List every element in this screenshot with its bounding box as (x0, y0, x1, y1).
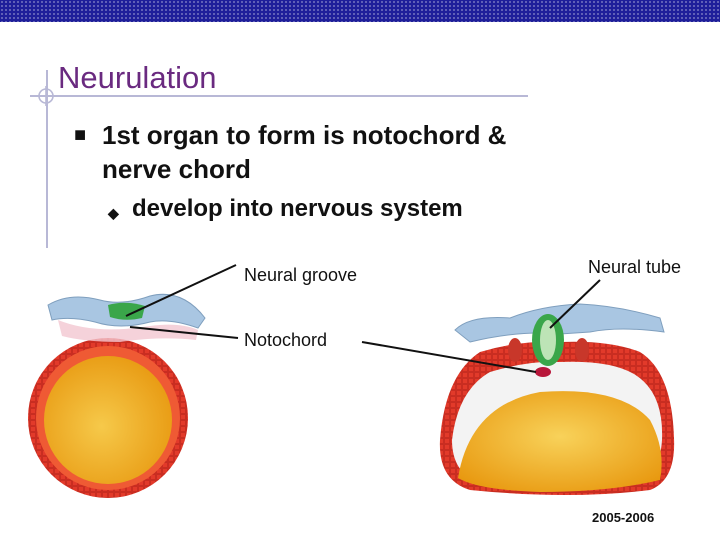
diamond-bullet-icon: ◆ (108, 205, 119, 221)
bullet-secondary-text: develop into nervous system (132, 195, 463, 222)
decor-vertical-line (46, 70, 48, 248)
label-notochord: Notochord (244, 330, 328, 350)
label-neural-groove: Neural groove (244, 265, 358, 285)
header-bar (0, 0, 720, 22)
square-bullet-icon: ■ (74, 124, 87, 146)
bullet-primary-text: 1st organ to form is notochord & nerve c… (102, 120, 507, 184)
embryo-early-neurula (28, 293, 206, 498)
pointer-lines (125, 264, 601, 373)
slide-title: Neurulation (58, 60, 217, 95)
footer-year: 2005-2006 (592, 510, 655, 525)
neurulation-diagram (28, 264, 675, 498)
embryo-neural-tube-stage (439, 303, 675, 495)
label-neural-tube: Neural tube (588, 257, 682, 277)
decor-horizontal-line (30, 95, 528, 97)
crosshair-icon (36, 86, 56, 106)
